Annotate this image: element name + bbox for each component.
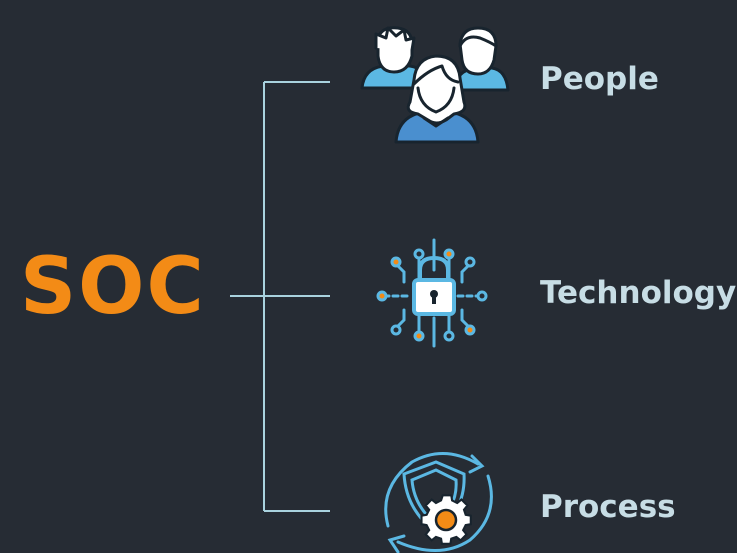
people-icon xyxy=(360,26,510,144)
branch-label-process: Process xyxy=(540,489,676,525)
branch-label-technology: Technology xyxy=(540,275,737,311)
soc-title: SOC xyxy=(20,242,206,332)
branch-label-people: People xyxy=(540,61,659,97)
shield-gear-cycle-icon xyxy=(384,452,493,553)
circuit-lock-icon xyxy=(376,238,488,348)
